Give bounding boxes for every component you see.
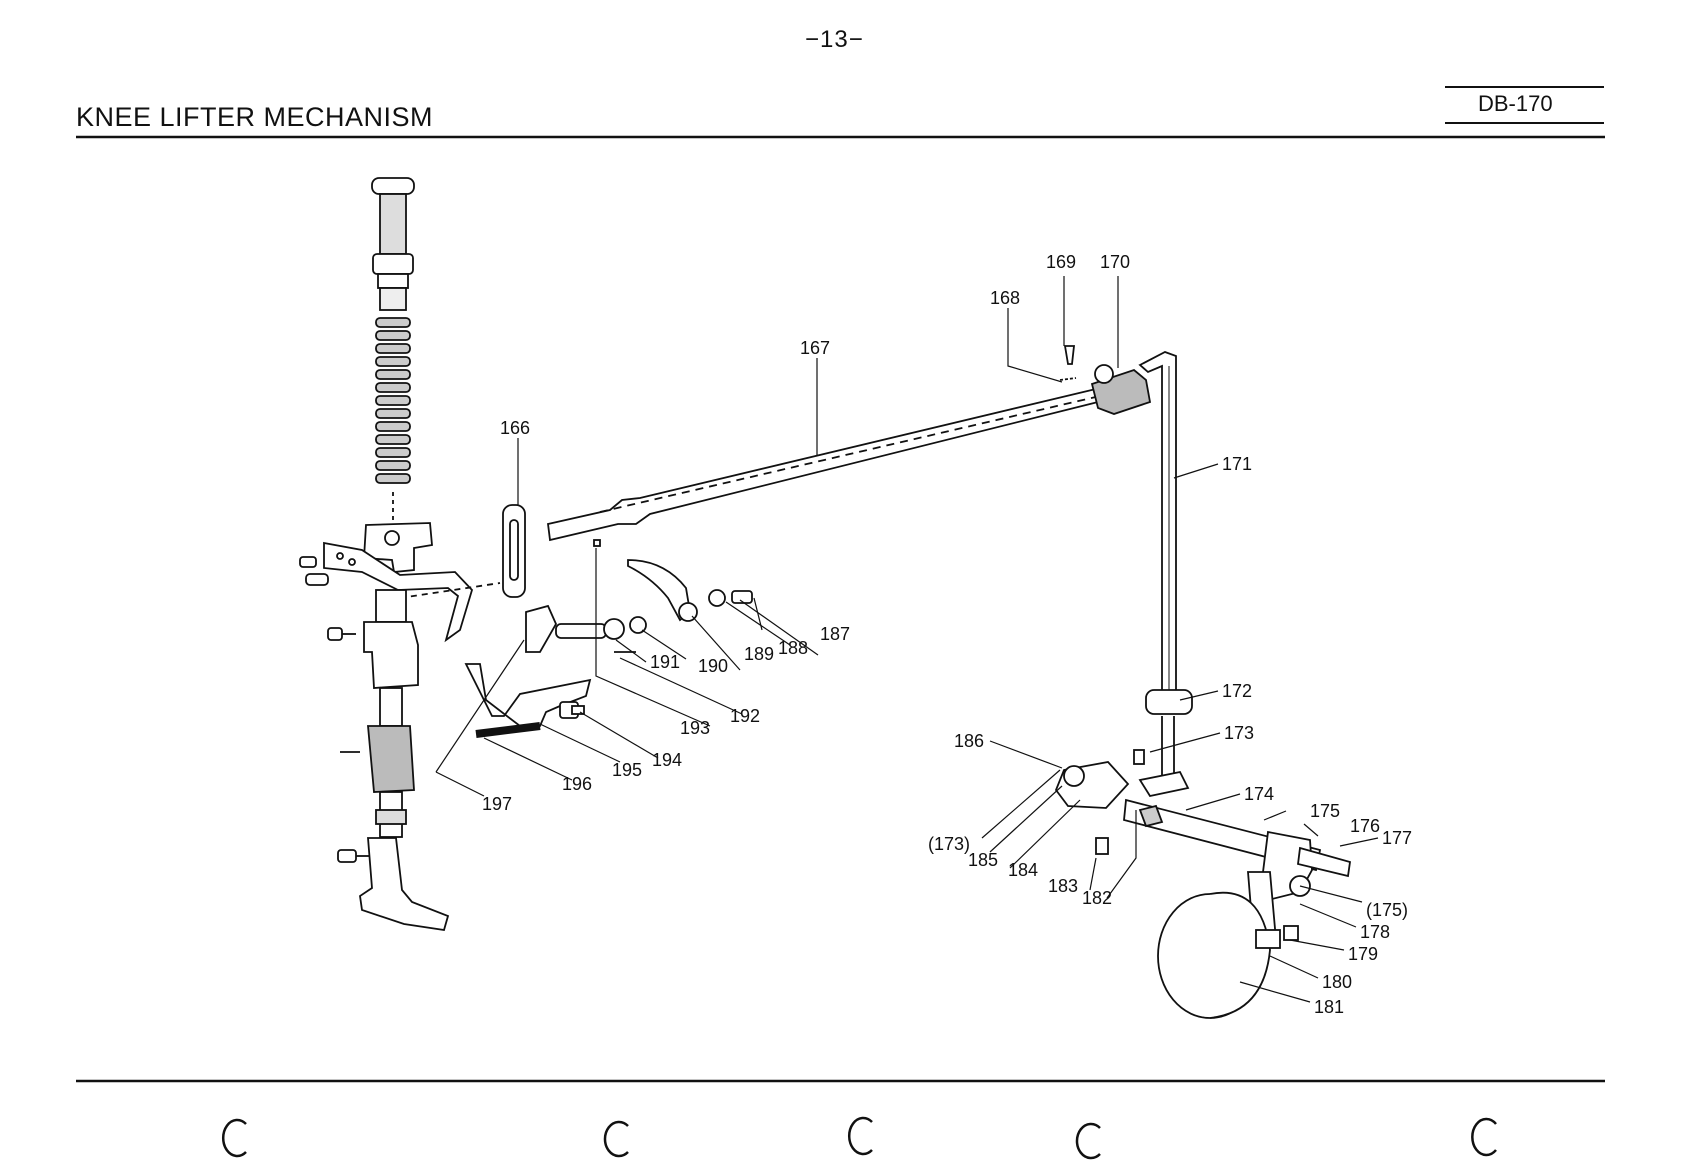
callout-168: 168: [990, 288, 1020, 308]
callout-186: 186: [954, 731, 984, 751]
presser-bar-assembly: [300, 178, 500, 930]
callout-190: 190: [698, 656, 728, 676]
callout-175b: (175): [1366, 900, 1408, 920]
callout-180: 180: [1322, 972, 1352, 992]
callout-187: 187: [820, 624, 850, 644]
callout-171: 171: [1222, 454, 1252, 474]
callout-173: 173: [1224, 723, 1254, 743]
callout-194: 194: [652, 750, 682, 770]
callout-176: 176: [1350, 816, 1380, 836]
callout-177: 177: [1382, 828, 1412, 848]
callout-189: 189: [744, 644, 774, 664]
callout-188: 188: [778, 638, 808, 658]
callout-170: 170: [1100, 252, 1130, 272]
callout-183: 183: [1048, 876, 1078, 896]
callout-166: 166: [500, 418, 530, 438]
callout-169: 169: [1046, 252, 1076, 272]
callout-167: 167: [800, 338, 830, 358]
callout-193: 193: [680, 718, 710, 738]
callout-197: 197: [482, 794, 512, 814]
callout-196: 196: [562, 774, 592, 794]
lifter-rods: [503, 346, 1192, 796]
callout-179: 179: [1348, 944, 1378, 964]
callout-191: 191: [650, 652, 680, 672]
callout-172: 172: [1222, 681, 1252, 701]
callout-182: 182: [1082, 888, 1112, 908]
callout-184: 184: [1008, 860, 1038, 880]
callout-174: 174: [1244, 784, 1274, 804]
leader-lines: [436, 276, 1378, 1002]
callout-178: 178: [1360, 922, 1390, 942]
callout-173b: (173): [928, 834, 970, 854]
callout-195: 195: [612, 760, 642, 780]
callout-175: 175: [1310, 801, 1340, 821]
punch-hole-marks: [223, 1118, 1496, 1158]
callout-181: 181: [1314, 997, 1344, 1017]
callout-192: 192: [730, 706, 760, 726]
callout-185: 185: [968, 850, 998, 870]
